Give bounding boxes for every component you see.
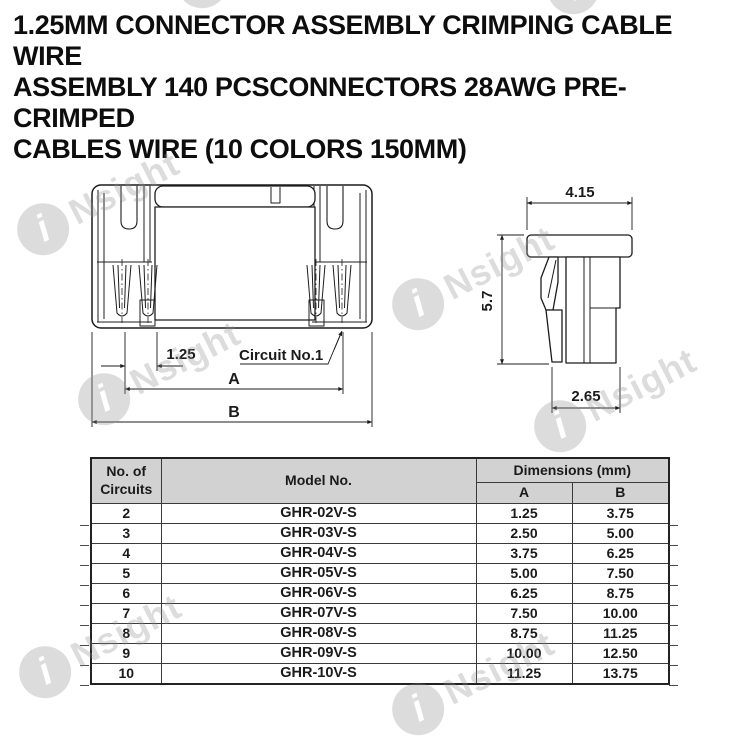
title-line-3: CABLES WIRE (10 COLORS 150MM) — [13, 134, 467, 164]
cell-model: GHR-04V-S — [160, 542, 477, 564]
header-circuits: No. of Circuits — [90, 457, 162, 504]
cell-dim-b: 10.00 — [571, 602, 670, 624]
cell-model: GHR-05V-S — [160, 562, 477, 584]
spec-table: No. of Circuits Model No. Dimensions (mm… — [90, 457, 670, 685]
cell-circuits: 6 — [90, 582, 162, 604]
cell-circuits: 2 — [90, 502, 162, 524]
title-line-2: ASSEMBLY 140 PCSCONNECTORS 28AWG PRE-CRI… — [13, 72, 627, 133]
cell-circuits: 7 — [90, 602, 162, 624]
cell-dim-a: 3.75 — [475, 542, 573, 564]
bottom-width-dimension-label: 2.65 — [571, 388, 600, 405]
pitch-dimension-label: 1.25 — [166, 346, 195, 363]
side-view — [526, 234, 633, 364]
cell-dim-b: 12.50 — [571, 642, 670, 664]
cell-dim-a: 10.00 — [475, 642, 573, 664]
dimension-a-label: A — [228, 371, 240, 388]
cell-model: GHR-02V-S — [160, 502, 477, 524]
dimension-b-label: B — [228, 404, 240, 421]
cell-dim-b: 6.25 — [571, 542, 670, 564]
cell-model: GHR-08V-S — [160, 622, 477, 644]
cell-dim-a: 8.75 — [475, 622, 573, 644]
row-line-overshoot-left — [80, 506, 89, 688]
cell-dim-b: 11.25 — [571, 622, 670, 644]
row-line-overshoot-right — [669, 506, 678, 688]
front-view — [91, 184, 373, 329]
cell-circuits: 3 — [90, 522, 162, 544]
cell-circuits: 5 — [90, 562, 162, 584]
cell-model: GHR-07V-S — [160, 602, 477, 624]
cell-circuits: 4 — [90, 542, 162, 564]
cell-circuits: 9 — [90, 642, 162, 664]
cell-dim-a: 2.50 — [475, 522, 573, 544]
cell-model: GHR-10V-S — [160, 662, 477, 684]
cell-dim-b: 8.75 — [571, 582, 670, 604]
cell-dim-b: 3.75 — [571, 502, 670, 524]
cell-dim-b: 13.75 — [571, 662, 670, 684]
cell-dim-a: 5.00 — [475, 562, 573, 584]
circuit-no1-label: Circuit No.1 — [239, 347, 323, 364]
front-view-dimensions — [91, 330, 373, 427]
header-model: Model No. — [160, 457, 477, 504]
cell-circuits: 10 — [90, 662, 162, 684]
cell-circuits: 8 — [90, 622, 162, 644]
cell-dim-b: 7.50 — [571, 562, 670, 584]
header-dimensions: Dimensions (mm) — [475, 457, 670, 483]
spec-table-wrapper: No. of Circuits Model No. Dimensions (mm… — [90, 457, 670, 685]
cell-dim-a: 1.25 — [475, 502, 573, 524]
page-title: 1.25MM CONNECTOR ASSEMBLY CRIMPING CABLE… — [13, 10, 743, 165]
cell-model: GHR-09V-S — [160, 642, 477, 664]
terminal-profiles — [112, 259, 352, 323]
cell-dim-b: 5.00 — [571, 522, 670, 544]
cell-model: GHR-03V-S — [160, 522, 477, 544]
cell-dim-a: 11.25 — [475, 662, 573, 684]
header-dim-a: A — [475, 481, 573, 504]
top-width-dimension-label: 4.15 — [565, 184, 594, 201]
cell-model: GHR-06V-S — [160, 582, 477, 604]
title-line-1: 1.25MM CONNECTOR ASSEMBLY CRIMPING CABLE… — [13, 10, 673, 71]
height-dimension-label: 5.7 — [479, 291, 496, 312]
header-dim-b: B — [571, 481, 670, 504]
cell-dim-a: 6.25 — [475, 582, 573, 604]
side-view-dimensions — [497, 197, 633, 413]
cell-dim-a: 7.50 — [475, 602, 573, 624]
